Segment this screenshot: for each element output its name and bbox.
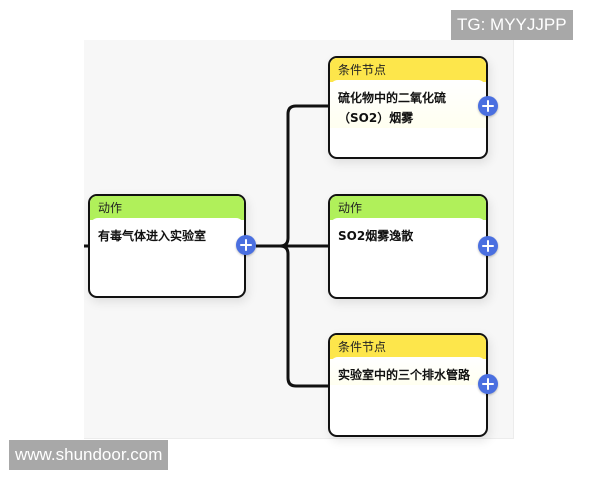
condition-node-3-add-button[interactable]: [478, 374, 498, 394]
condition-node-1-add-button[interactable]: [478, 96, 498, 116]
node-text: 硫化物中的二氧化硫 （SO2）烟雾: [330, 82, 486, 128]
action-node-so2-dispersal[interactable]: 动作 SO2烟雾逸散: [328, 194, 488, 299]
node-text: 实验室中的三个排水管路: [330, 359, 486, 385]
node-type-label: 条件节点: [330, 335, 486, 365]
watermark-top-right: TG: MYYJJPP: [451, 10, 573, 40]
node-text: SO2烟雾逸散: [330, 220, 486, 246]
node-text: 有毒气体进入实验室: [98, 229, 207, 243]
node-text-line1: SO2烟雾逸散: [338, 229, 414, 243]
root-node-add-button[interactable]: [236, 235, 256, 255]
node-type-label: 条件节点: [330, 58, 486, 88]
node-type-label: 动作: [90, 196, 244, 226]
node-text-line1: 实验室中的三个排水管路: [338, 368, 471, 382]
root-action-node[interactable]: 动作 有毒气体进入实验室: [88, 194, 246, 298]
node-type-label: 动作: [330, 196, 486, 226]
node-text-line2: （SO2）烟雾: [338, 111, 414, 125]
node-text-line1: 硫化物中的二氧化硫: [338, 91, 447, 105]
watermark-bottom-left: www.shundoor.com: [9, 440, 169, 470]
condition-node-drain-pipes[interactable]: 条件节点 实验室中的三个排水管路: [328, 333, 488, 437]
action-node-2-add-button[interactable]: [478, 236, 498, 256]
condition-node-so2-smoke[interactable]: 条件节点 硫化物中的二氧化硫 （SO2）烟雾: [328, 56, 488, 159]
